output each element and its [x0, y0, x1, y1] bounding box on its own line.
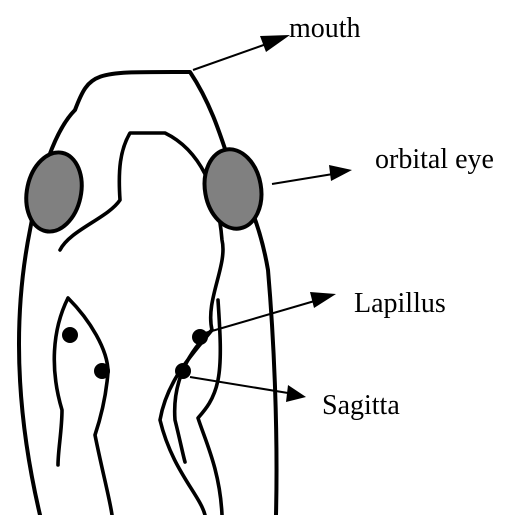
sagitta-label: Sagitta: [322, 390, 400, 421]
left-otolith-chamber: [54, 298, 112, 515]
mouth-label: mouth: [289, 13, 361, 44]
mouth-arrow-line: [193, 42, 272, 70]
orbital-eye-arrow-line: [272, 174, 333, 184]
sagitta-left-dot: [94, 363, 110, 379]
sagitta-arrowhead: [286, 385, 306, 402]
lapillus-label: Lapillus: [354, 288, 446, 319]
cranium-outline: [60, 133, 223, 515]
sagitta-right-dot: [175, 363, 191, 379]
lapillus-arrow-line: [205, 300, 318, 333]
lapillus-arrowhead: [310, 292, 336, 308]
orbital-eye-label: orbital eye: [375, 144, 494, 175]
orbital-eye-arrowhead: [329, 165, 352, 181]
lapillus-left-dot: [62, 327, 78, 343]
lapillus-right-dot: [192, 329, 208, 345]
mouth-arrowhead: [260, 35, 290, 52]
